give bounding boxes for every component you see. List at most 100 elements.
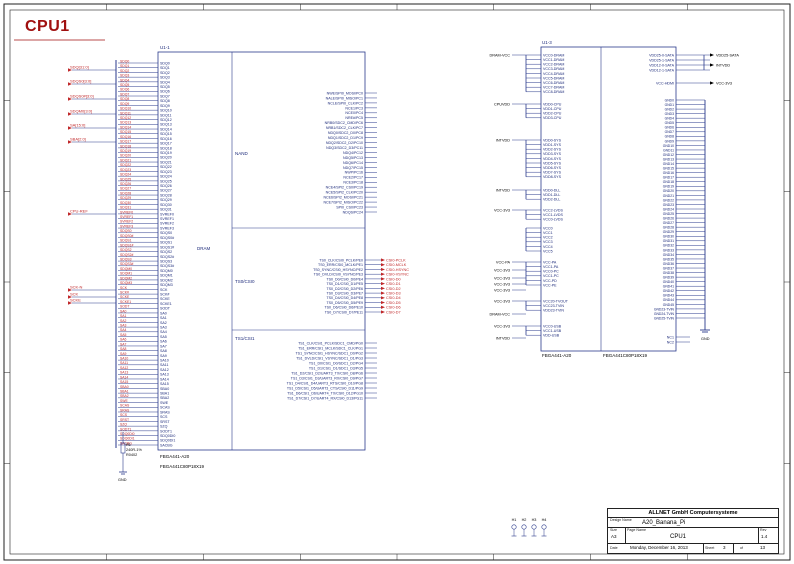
ic1-right-pin: NCE2/PC17	[343, 176, 363, 180]
ic2-power-net: DRAM-VCC	[490, 312, 511, 316]
ic1-left-net-tag: SA13	[120, 371, 128, 375]
ic2-gnd-pin: GND24	[663, 207, 674, 211]
ic1-right-pin: NDQ2/SDC2_D2/PC10	[326, 141, 363, 145]
ic1-right-pin: NCE4/SPI2_CS0/PC19	[326, 186, 363, 190]
ic1-right-net: CSI0-VSYNC	[386, 273, 409, 277]
ic1-right-pin: NCE3/PC18	[343, 181, 363, 185]
ic2-power-pin: VDD1-DLL	[543, 193, 560, 197]
ic1-right-pin: TS0_DVLD/CSI0_VSYNC/PE3	[314, 273, 363, 277]
ic1-left-pin: SDQ9	[160, 104, 170, 108]
ic1-left-pin: SDQM1	[160, 274, 173, 278]
net-arrow	[381, 291, 385, 295]
ic1-left-pin: SA7	[160, 344, 167, 348]
ic1-left-net-tag: SA2	[120, 319, 127, 323]
ic2-power-pin: VDD23-TVIN	[543, 309, 564, 313]
ic1-part: FBGA441-A20	[160, 454, 190, 459]
ic1-left-pin: SVREF0	[160, 212, 174, 216]
ic1-left-net: SCK-N	[70, 285, 83, 290]
ic1-left-pin: SA11	[160, 363, 169, 367]
ic2-power-pin: VDD8-SYS	[543, 175, 562, 179]
ic1-left-pin: SDQ8	[160, 99, 170, 103]
ic1-left-net-tag: SDQ0DI0	[120, 432, 135, 436]
ic1-left-pin: SRST	[160, 420, 170, 424]
ic1-right-pin: NRB0/SDC2_CMD/PC6	[325, 121, 363, 125]
ic1-right-pin: NDQ4/PC12	[343, 151, 363, 155]
ic1-left-pin: SVREF2	[160, 222, 174, 226]
ic1-right-pin: NCE1/PC3	[345, 106, 363, 110]
ic1-left-net-tag: SDQ26	[120, 182, 131, 186]
ic2-gnd-pin: GND9	[665, 139, 675, 143]
ic1-right-pin: NRE#/PC5	[345, 116, 363, 120]
ic1-right-pin: TS1_D7/CSI1_D7/UART4_RX/CSI0_D13/PG11	[287, 396, 363, 400]
net-arrow	[68, 97, 72, 101]
ic1-left-pin: SZQ	[160, 425, 168, 429]
resistor-package: R0402	[126, 453, 137, 457]
ic2-gnd-pin: GND23-TVIN	[654, 307, 675, 311]
net-arrow	[381, 258, 385, 262]
ic1-left-net-tag: SBA1	[120, 390, 129, 394]
net-arrow	[68, 295, 72, 299]
net-arrow	[710, 63, 714, 67]
ic1-left-pin: SODT	[160, 307, 171, 311]
ic1-left-net-tag: SDQ19	[120, 149, 131, 153]
ic2-power-net: INTVDD	[496, 336, 510, 340]
ic1-left-net-tag: SVREF2	[120, 220, 133, 224]
ic1-left-pin: SDQS2#	[160, 255, 174, 259]
cpu-ic-u1-1[interactable]: U1-1FBGA441-A20FBGA441C80P18X19DRAMNANDT…	[68, 45, 409, 482]
ic1-left-net-tag: SA14	[120, 375, 128, 379]
ic1-right-pin: NRB1/SDC2_CLK/PC7	[326, 126, 363, 130]
design-name-label: Design Name	[610, 518, 632, 522]
ic1-section-label: DRAM	[197, 246, 211, 251]
ic1-left-pin: SDQ18	[160, 146, 172, 150]
ic2-gnd-pin: GND44	[663, 298, 674, 302]
ic1-left-net-tag: SDQ29	[120, 196, 131, 200]
ic2-gnd-pin: GND13	[663, 157, 674, 161]
ic1-left-pin: SDQ15	[160, 132, 172, 136]
test-point-label: H2	[522, 518, 527, 522]
ic1-left-net: SBA[2:0]	[70, 137, 86, 142]
ic1-left-net-tag: SVREF1	[120, 215, 133, 219]
ic1-left-net-tag: SDQ7	[120, 92, 129, 96]
ic2-power-pin: VDD6-SYS	[543, 166, 562, 170]
ic1-right-pin: NDQS/PC24	[343, 210, 363, 214]
ic1-left-net-tag: SCKE1	[120, 300, 131, 304]
date-label: Date	[610, 546, 618, 550]
ic1-left-net: SDQM0[3:0]	[70, 109, 92, 114]
ic2-power-pin: VCC3	[543, 240, 553, 244]
ic1-left-net-tag: SDQ2	[120, 69, 129, 73]
ic2-gnd-pin: GND24-TVIN	[654, 312, 675, 316]
ic1-left-pin: SA12	[160, 368, 169, 372]
ic1-right-pin: TS0_SYNC/CSI0_HSYNC/PE2	[313, 268, 363, 272]
ic2-power-net: VCC-3V3	[494, 324, 510, 328]
ic1-left-net-tag: SDQ8	[120, 97, 129, 101]
ic2-power-pin: VCC0-PC	[543, 270, 559, 274]
ic2-power-pin: VDD2-DLL	[543, 198, 560, 202]
ic1-left-pin: SODT1	[160, 429, 172, 433]
ic1-left-net-tag: SDQ0DI1	[120, 437, 135, 441]
ic1-left-pin: SDQ31	[160, 208, 172, 212]
ic1-left-pin: SDQS3	[160, 259, 172, 263]
ic2-gnd-pin: GND6	[665, 126, 675, 130]
test-point-pad	[541, 524, 547, 530]
resistor-ref: R1	[126, 443, 131, 447]
ic1-right-pin: TS1_D0/CSI1_D0/SDC1_D2/PG4	[309, 361, 363, 365]
ic2-power-pin: VCC1-DRAM	[543, 58, 564, 62]
net-arrow	[381, 310, 385, 314]
ic1-left-net-tag: SDQ27	[120, 187, 131, 191]
ic2-gnd-pin: GND7	[665, 130, 675, 134]
ic2-nc-pin: NC2	[667, 340, 674, 344]
ic1-right-pin: TS0_D2/CSI0_D2/PE6	[326, 287, 363, 291]
ic2-gnd-net: GND	[701, 337, 710, 341]
ic2-right-net: VDD25-SATA	[716, 53, 739, 57]
test-point-pad	[521, 524, 527, 530]
ic1-right-pin: TS0_D7/CSI0_D7/PE11	[325, 310, 363, 314]
ic1-right-pin: NDQ0/SDC2_D0/PC8	[328, 131, 363, 135]
ic2-gnd-pin: GND1	[665, 103, 675, 107]
ic1-left-net-tag: SDQS0	[120, 229, 132, 233]
ic2-gnd-pin: GND28	[663, 226, 674, 230]
ic2-right-net: VCC-3V3	[716, 81, 732, 85]
ic1-left-net-tag: SVREF0	[120, 210, 133, 214]
ic2-power-pin: VCC1-LVDS	[543, 213, 564, 217]
ic1-right-pin: SPI0_CS0/PC23	[336, 205, 363, 209]
